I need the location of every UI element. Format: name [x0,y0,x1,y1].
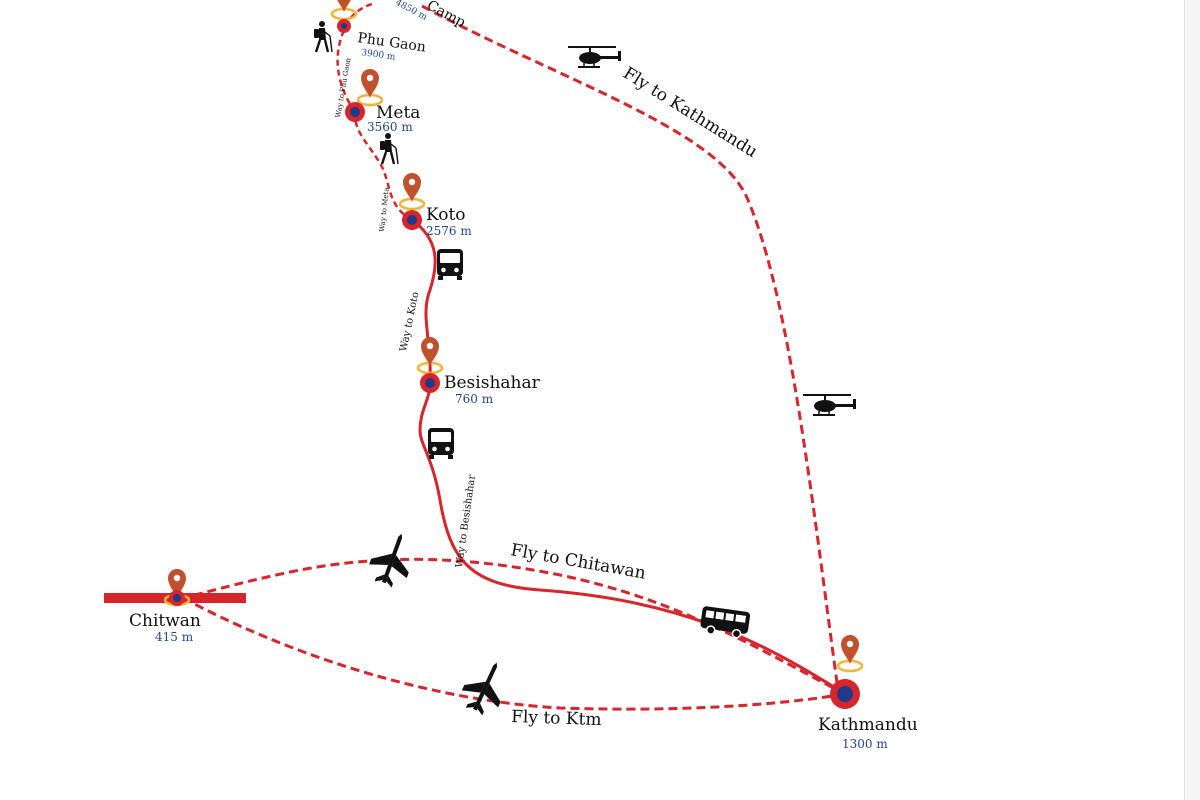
hiker-icon [312,19,334,54]
place-alt-chitwan: 415 m [155,630,194,644]
route-fly-to-chitawan [182,557,846,696]
route-label-way-to-besishahar: Way to Besishahar [454,474,478,569]
route-way-to-meta [353,111,413,222]
place-name-meta: Meta [376,103,420,123]
routes-layer [182,2,846,711]
route-way-to-besishahar [418,382,846,696]
bus-icon [698,605,752,640]
place-alt-phu-gaon: 3900 m [361,48,397,63]
route-label-fly-to-ktm: Fly to Ktm [511,707,602,730]
route-label-way-to-meta: Way to Meta [378,187,391,232]
place-alt-camp: 4850 m [394,0,429,23]
route-label-way-to-koto: Way to Koto [398,291,421,353]
route-way-to-phu-gaon [336,2,373,113]
hiker-icon [378,131,400,166]
route-fly-to-ktm [182,596,846,711]
place-name-kathmandu: Kathmandu [818,715,918,735]
marker-chitwan[interactable] [163,567,191,607]
route-label-fly-to-chitawan: Fly to Chitawan [509,540,647,583]
location-pin-icon [356,67,384,107]
marker-meta[interactable] [345,67,384,122]
place-alt-meta: 3560 m [367,120,413,134]
airplane-icon [455,654,515,721]
marker-koto[interactable] [398,171,426,230]
helicopter-icon [567,46,622,68]
bus-icon [437,249,463,280]
place-name-koto: Koto [426,205,466,225]
place-name-camp: Camp [424,0,468,31]
marker-kathmandu[interactable] [830,633,864,709]
location-pin-icon [398,171,426,211]
location-pin-icon [836,633,864,673]
route-fly-to-kathmandu [421,4,840,691]
place-alt-kathmandu: 1300 m [842,737,888,751]
place-name-chitwan: Chitwan [129,611,201,631]
marker-besishahar[interactable] [416,335,444,393]
marker-camp[interactable] [330,0,358,33]
place-name-besishahar: Besishahar [444,373,541,393]
airplane-icon [364,526,421,592]
helicopter-icon [802,394,857,416]
scrollbar[interactable] [1184,0,1200,800]
place-alt-besishahar: 760 m [455,392,494,406]
place-alt-koto: 2576 m [426,224,472,238]
bus-icon [428,428,454,459]
